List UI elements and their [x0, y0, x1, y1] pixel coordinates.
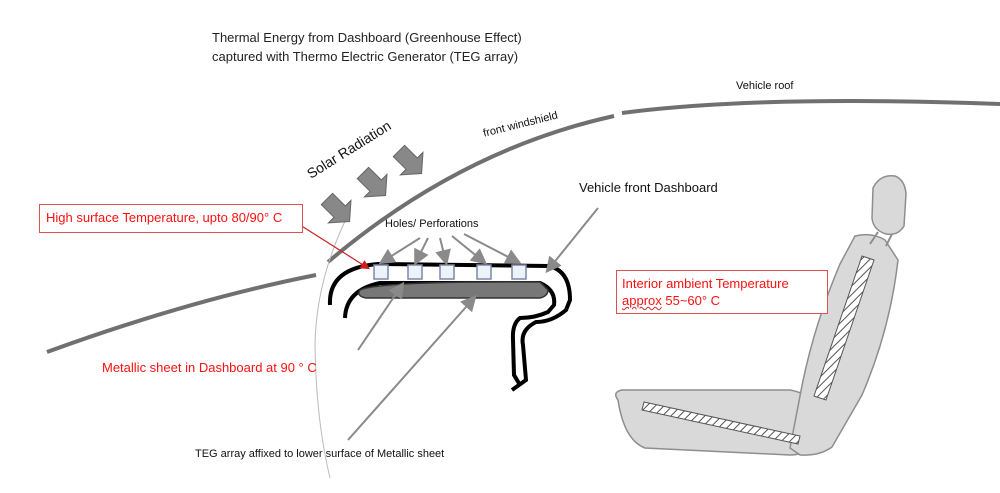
holes-perforations-label: Holes/ Perforations: [385, 218, 479, 230]
metallic-sheet-arrow: [357, 281, 405, 351]
high-surface-temp-box: High surface Temperature, upto 80/90° C: [39, 204, 303, 233]
dashboard-inner-shell: [343, 281, 557, 387]
teg-array-label: TEG array affixed to lower surface of Me…: [195, 448, 445, 460]
dashboard-outer-shell: [327, 261, 573, 392]
perforation-1: [373, 264, 389, 280]
high-temp-arrow: [299, 224, 371, 270]
solar-arrow-1: [320, 192, 352, 224]
glass-thin-line: [314, 214, 349, 479]
interior-ambient-line1: Interior ambient Temperature: [622, 276, 789, 291]
vehicle-roof-line: [621, 99, 1000, 115]
interior-ambient-line2: approx 55~60° C: [622, 293, 720, 308]
solar-arrow-3: [392, 144, 424, 176]
interior-ambient-box: Interior ambient Temperature approx 55~6…: [616, 270, 828, 314]
dashboard-arrow: [545, 207, 599, 274]
perforation-4: [476, 264, 492, 280]
headrest-post: [869, 231, 879, 245]
perforation-5: [511, 264, 527, 280]
vehicle-seat: [615, 175, 907, 456]
vehicle-roof-label: Vehicle roof: [736, 80, 794, 92]
holes-arrow-5: [463, 233, 522, 264]
perforation-3: [439, 264, 455, 280]
lower-windshield-line: [46, 273, 317, 354]
vehicle-front-dashboard-label: Vehicle front Dashboard: [579, 180, 718, 195]
backrest-heater-strip: [813, 255, 875, 401]
interior-ambient-value: 55~60° C: [661, 293, 721, 308]
cushion-heater-strip: [641, 401, 801, 445]
holes-arrow-2: [414, 237, 429, 266]
solar-arrow-2: [356, 166, 388, 198]
title-line-2: captured with Thermo Electric Generator …: [212, 49, 519, 64]
diagram-title: Thermal Energy from Dashboard (Greenhous…: [212, 28, 522, 66]
holes-arrow-3: [435, 237, 451, 266]
holes-arrow-1: [378, 237, 421, 265]
perforation-2: [407, 264, 423, 280]
windshield-line: [326, 114, 615, 264]
holes-arrow-4: [451, 235, 488, 265]
title-line-1: Thermal Energy from Dashboard (Greenhous…: [212, 30, 522, 45]
metallic-sheet-label: Metallic sheet in Dashboard at 90 ° C: [102, 360, 317, 375]
teg-arrow: [347, 295, 477, 441]
high-surface-temp-text: High surface Temperature, upto 80/90° C: [46, 210, 283, 225]
seat-headrest: [871, 175, 907, 236]
interior-ambient-approx: approx: [622, 293, 662, 308]
headrest-post-2: [885, 233, 893, 247]
